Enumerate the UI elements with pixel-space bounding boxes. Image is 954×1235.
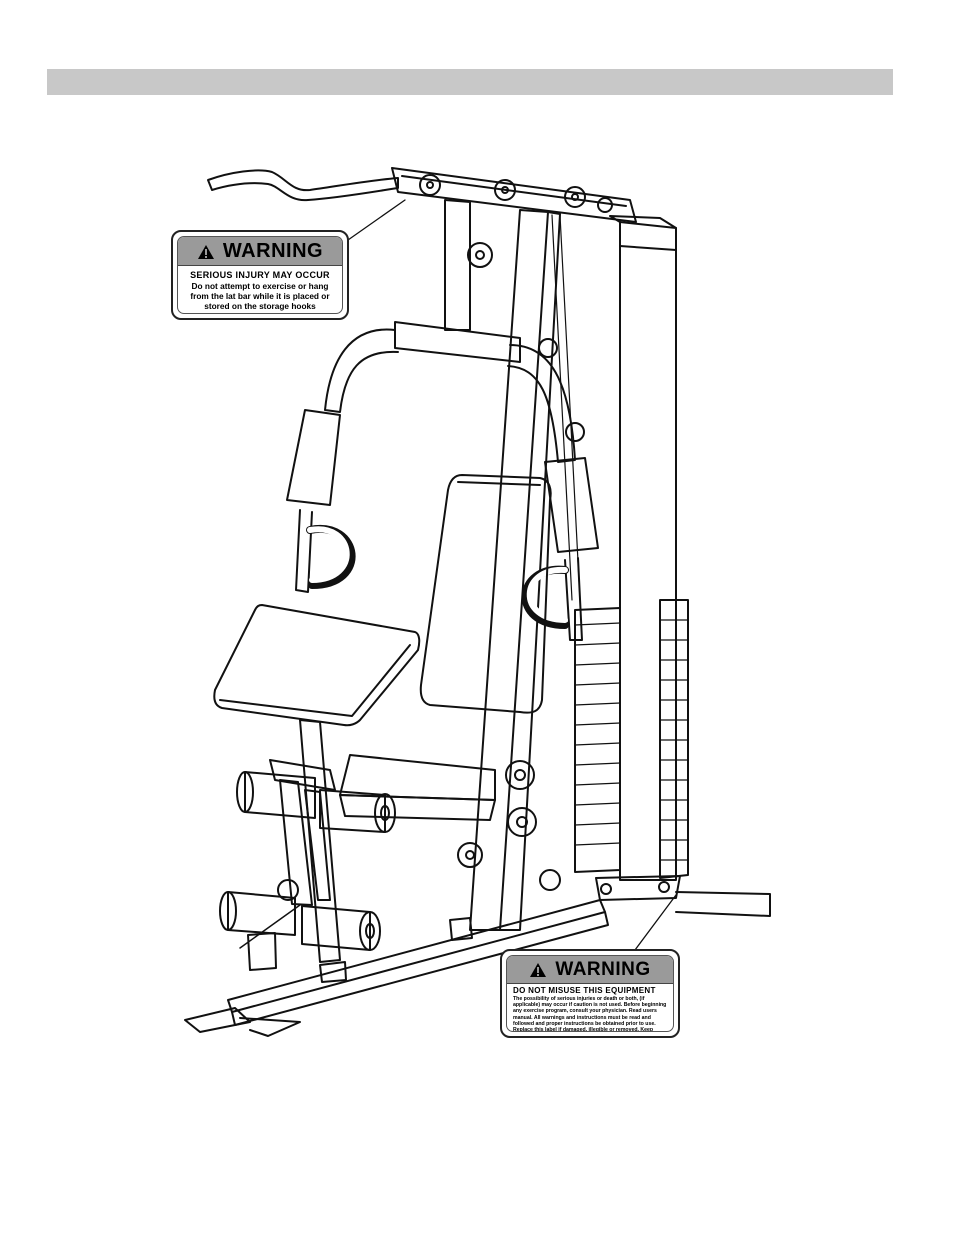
left-arm-pad — [286, 409, 341, 506]
lower-roller — [227, 891, 296, 936]
lat-bar — [207, 169, 399, 202]
warning-label-header: WARNING — [178, 237, 342, 266]
upper-roller — [244, 771, 316, 819]
weight-stack — [574, 607, 621, 873]
bottom-callout-line — [634, 894, 677, 951]
warning-subtitle: SERIOUS INJURY MAY OCCUR — [190, 270, 330, 280]
warning-triangle-icon — [197, 244, 214, 259]
left-press-arm — [324, 328, 399, 413]
preacher-pad — [213, 604, 421, 727]
back-pad — [419, 474, 552, 714]
warning-title: WARNING — [555, 959, 651, 980]
warning-body: Do not attempt to exercise or hang from … — [190, 281, 330, 311]
top-callout-line — [347, 199, 406, 241]
weight-tower — [619, 221, 677, 881]
right-arm-pad — [544, 457, 599, 553]
warning-body: The possibility of serious injuries or d… — [513, 996, 667, 1032]
warning-label-lat-bar: WARNING SERIOUS INJURY MAY OCCUR Do not … — [171, 230, 349, 320]
warning-subtitle: DO NOT MISUSE THIS EQUIPMENT — [513, 986, 656, 995]
top-beam — [391, 167, 637, 223]
section-header-bar — [47, 69, 893, 95]
warning-label-misuse: WARNING DO NOT MISUSE THIS EQUIPMENT The… — [500, 949, 680, 1038]
warning-triangle-icon — [530, 963, 547, 977]
main-column — [444, 199, 471, 331]
warning-title: WARNING — [222, 240, 324, 262]
warning-label-header: WARNING — [507, 956, 673, 984]
